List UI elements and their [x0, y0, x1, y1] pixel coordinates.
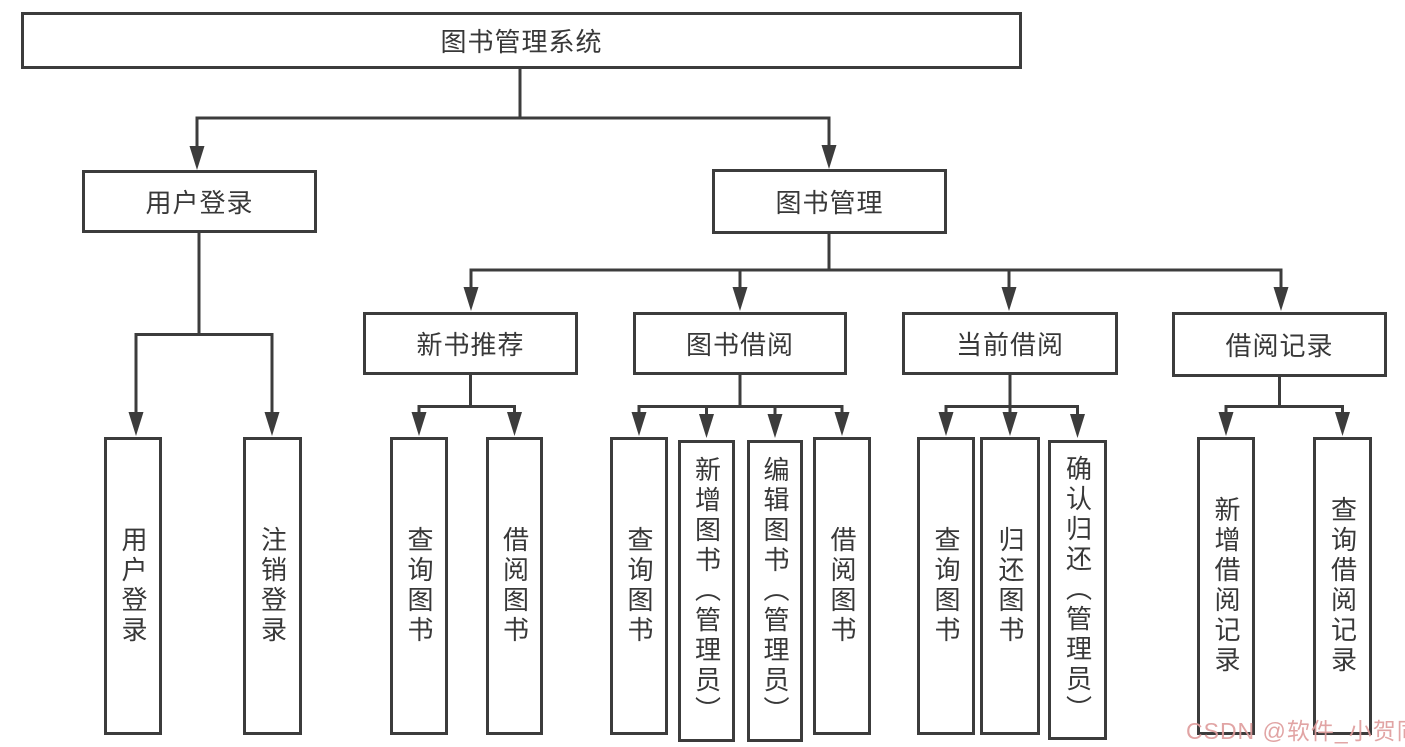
node-leaf-query-books-3: 查询图书: [917, 437, 975, 735]
leaf-label: 注销登录: [257, 526, 288, 646]
node-leaf-borrow-books-2: 借阅图书: [813, 437, 871, 735]
leaf-label: 查询图书: [624, 526, 654, 646]
node-book-borrow: 图书借阅: [633, 312, 847, 375]
leaf-label: 新增借阅记录: [1211, 496, 1241, 676]
leaf-label: 查询借阅记录: [1327, 496, 1358, 676]
node-leaf-edit-books-admin: 编辑图书（管理员）: [747, 440, 803, 742]
node-leaf-add-borrow-record: 新增借阅记录: [1197, 437, 1255, 735]
node-library-management-system: 图书管理系统: [21, 12, 1022, 69]
node-book-management: 图书管理: [712, 169, 947, 234]
leaf-label: 新增图书（管理员）: [691, 456, 722, 726]
node-leaf-confirm-return-admin: 确认归还（管理员）: [1048, 440, 1107, 740]
node-leaf-add-books-admin: 新增图书（管理员）: [678, 440, 735, 742]
leaf-label: 归还图书: [995, 526, 1025, 646]
leaf-label: 借阅图书: [499, 526, 530, 646]
leaf-label: 借阅图书: [827, 526, 857, 646]
leaf-label: 用户登录: [118, 526, 148, 646]
leaf-label: 编辑图书（管理员）: [760, 456, 790, 726]
leaf-label: 确认归还（管理员）: [1062, 455, 1093, 725]
node-leaf-logout: 注销登录: [243, 437, 302, 735]
leaf-label: 查询图书: [931, 526, 961, 646]
node-leaf-query-books-1: 查询图书: [390, 437, 448, 735]
node-leaf-query-borrow-record: 查询借阅记录: [1313, 437, 1372, 735]
node-leaf-borrow-books-1: 借阅图书: [486, 437, 543, 735]
node-borrow-records: 借阅记录: [1172, 312, 1387, 377]
node-current-borrow: 当前借阅: [902, 312, 1118, 375]
node-new-book-recommend: 新书推荐: [363, 312, 578, 375]
node-leaf-user-login: 用户登录: [104, 437, 162, 735]
csdn-watermark: CSDN @软件_小贺同学: [1186, 718, 1405, 744]
node-leaf-return-books: 归还图书: [980, 437, 1040, 735]
node-leaf-query-books-2: 查询图书: [610, 437, 668, 735]
node-user-login: 用户登录: [82, 170, 317, 233]
leaf-label: 查询图书: [404, 526, 434, 646]
